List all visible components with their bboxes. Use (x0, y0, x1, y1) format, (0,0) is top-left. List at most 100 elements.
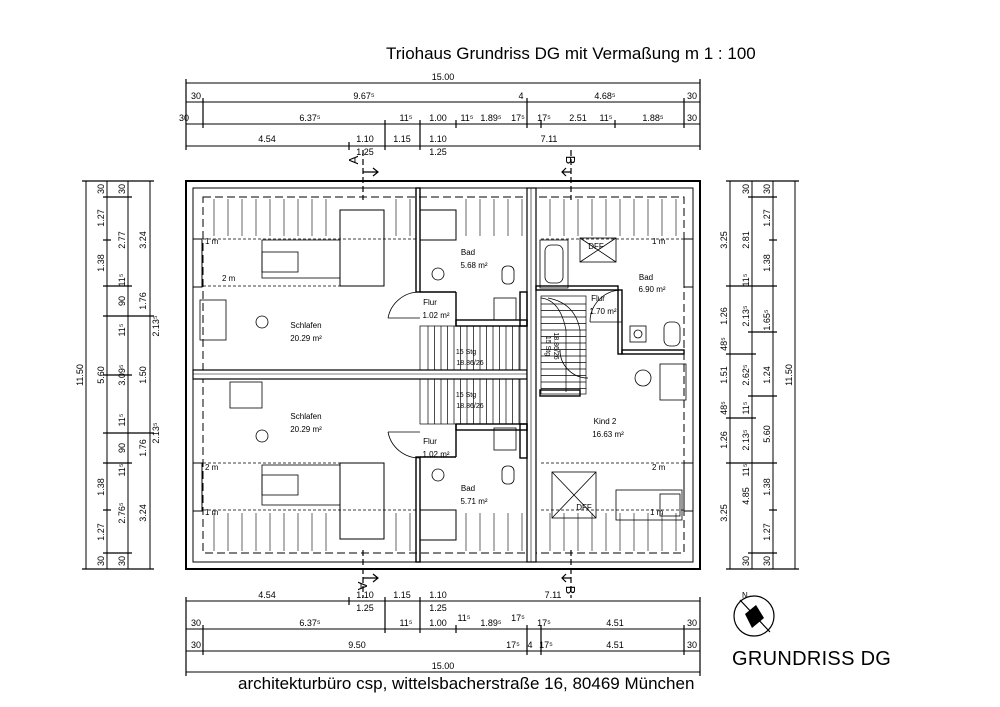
dim-right-r3-5: 4.85 (741, 487, 751, 505)
dim-bot-r4-4: 4 (527, 640, 532, 650)
dim-bot-r3-6: 1.89⁵ (480, 618, 502, 628)
stair-right-label: 15 Stg (544, 336, 551, 356)
dim-bot-r4-2: 9.50 (348, 640, 366, 650)
dim-top-r3-8: 17⁵ (537, 113, 551, 123)
dim-left-r2-2: 1.27 (96, 209, 106, 227)
dim-left-r2-5: 1.50 (138, 366, 148, 384)
dim-top-r3-5: 11⁵ (460, 113, 473, 123)
dim-right-r1-8: 3.25 (719, 504, 729, 522)
dim-bot-r3-7: 17⁵ (511, 613, 525, 623)
dim-right-r1-7: 1.26 (719, 431, 729, 449)
section-markers (362, 150, 572, 598)
dim-bot-r3-1: 30 (191, 618, 201, 628)
bottom-dimension-chain (186, 600, 700, 673)
room-flur-bottom-name: Flur (423, 437, 437, 446)
dim-top-r4-4: 1.10 (429, 134, 447, 144)
north-label: N (742, 591, 748, 600)
dim-right-r1-9: 30 (741, 556, 751, 566)
dim-top-r4-3: 1.15 (393, 134, 411, 144)
dim-left-r4-2: 1.76 (138, 292, 148, 310)
dim-bot-r3-8: 17⁵ (537, 618, 551, 628)
dim-top-r2-2: 9.67⁵ (353, 91, 375, 101)
section-b-bottom: B (563, 586, 578, 595)
dim-right-r3-4: 1.24 (762, 366, 772, 384)
dim-left-r2-3: 1.38 (96, 254, 106, 272)
dim-top-r3-2: 6.37⁵ (299, 113, 321, 123)
dim-bot-r3-3: 11⁵ (399, 618, 412, 628)
dim-bot-total: 15.00 (432, 661, 455, 671)
dim-right-r2-7: 11⁵ (741, 463, 751, 476)
dim-right-r3-3: 1.65⁵ (762, 309, 772, 331)
dim-top-r2-1: 30 (191, 91, 201, 101)
dim-right-r3-7: 1.27 (762, 523, 772, 541)
architect-address: architekturbüro csp, wittelsbacherstraße… (238, 674, 695, 693)
room-flur-right-area: 1.70 m² (589, 307, 616, 316)
room-bad-right-name: Bad (639, 273, 653, 282)
dim-left-r3-1: 30 (117, 184, 127, 194)
room-schlafen-top-area: 20.29 m² (290, 334, 322, 343)
dim-right-r4-4: 30 (762, 556, 772, 566)
room-schlafen-top-name: Schlafen (290, 321, 321, 330)
stair-top-ratio: 18.86/26 (456, 360, 483, 367)
north-arrow-icon: N (733, 591, 775, 637)
dim-bot-r4-5: 17⁵ (539, 640, 553, 650)
dim-top-r3-6: 1.89⁵ (480, 113, 502, 123)
room-bad-right-area: 6.90 m² (638, 285, 665, 294)
top-dimension-ticks (185, 79, 701, 150)
door-swings (387, 289, 623, 459)
dim-bot-r3-4: 1.00 (429, 618, 447, 628)
knee-wall-lines (203, 238, 684, 511)
dim-bot-r4-1: 30 (191, 640, 201, 650)
dim-bot-r1-4: 1.10 (429, 590, 447, 600)
dim-top-r3-4: 1.00 (429, 113, 447, 123)
section-a-top: A (346, 155, 361, 164)
dim-top-r3-10: 11⁵ (599, 113, 612, 123)
height-mark-1m-bl: 1 m (205, 508, 219, 517)
dim-bot-r3-2: 6.37⁵ (299, 618, 321, 628)
dim-left-r5-2: 2.13⁵ (151, 422, 161, 444)
dim-right-r4-3: 5.60 (762, 425, 772, 443)
dim-left-total: 11.50 (75, 364, 85, 386)
room-kind2-name: Kind 2 (594, 417, 617, 426)
dim-bot-r3-10: 30 (687, 618, 697, 628)
dim-bot-r1-5: 7.11 (545, 590, 562, 600)
right-dimension-chain (729, 181, 796, 569)
stair-right-ratio: 18.86/26 (552, 332, 559, 359)
dim-left-r2-4: 90 (117, 296, 127, 306)
dim-left-r3-8: 2.76⁵ (117, 502, 127, 524)
furniture (199, 237, 687, 521)
dim-left-r3-4: 11⁵ (117, 323, 127, 336)
dim-left-r2-6: 90 (117, 443, 127, 453)
stairs (419, 295, 587, 425)
dim-left-r3-5: 3.09⁵ (117, 364, 127, 386)
room-schlafen-bottom-area: 20.29 m² (290, 425, 322, 434)
dim-left-r3-9: 30 (117, 556, 127, 566)
stair-top-label: 15 Stg (456, 349, 476, 356)
room-flur-bottom-area: 1.02 m² (422, 450, 449, 459)
dim-bot-r4-7: 30 (687, 640, 697, 650)
dim-top-r5-2: 1.25 (429, 147, 447, 157)
dim-right-r2-3: 2.13⁵ (741, 305, 751, 327)
room-flur-top-area: 1.02 m² (422, 311, 449, 320)
dim-right-r3-1: 1.27 (762, 209, 772, 227)
dim-bot-r3-5: 11⁵ (457, 613, 470, 623)
height-mark-2m-bl: 2 m (205, 463, 219, 472)
gable-wall-stubs (192, 238, 694, 512)
dim-top-r3-12: 30 (687, 113, 697, 123)
height-mark-1m-tr: 1 m (652, 237, 666, 246)
dim-right-r1-4: 48⁵ (719, 337, 729, 351)
dim-bot-r1-3: 1.15 (393, 590, 411, 600)
dff-top: DFF (588, 242, 604, 251)
dim-top-r4-1: 4.54 (258, 134, 276, 144)
dim-top-r4-2: 1.10 (356, 134, 374, 144)
dim-left-r4-4: 1.76 (138, 439, 148, 457)
dim-bot-r2-1: 1.25 (356, 603, 374, 613)
plan-title: Triohaus Grundriss DG mit Vermaßung m 1 … (386, 44, 756, 63)
height-mark-1m-tl: 1 m (205, 237, 219, 246)
room-schlafen-bottom-name: Schlafen (290, 412, 321, 421)
dim-top-r5-1: 1.25 (356, 147, 374, 157)
dim-bot-r1-1: 4.54 (258, 590, 276, 600)
plan-label: GRUNDRISS DG (732, 648, 892, 670)
dim-top-r2-4: 4.68⁵ (594, 91, 616, 101)
dim-right-r2-5: 11⁵ (741, 401, 751, 414)
